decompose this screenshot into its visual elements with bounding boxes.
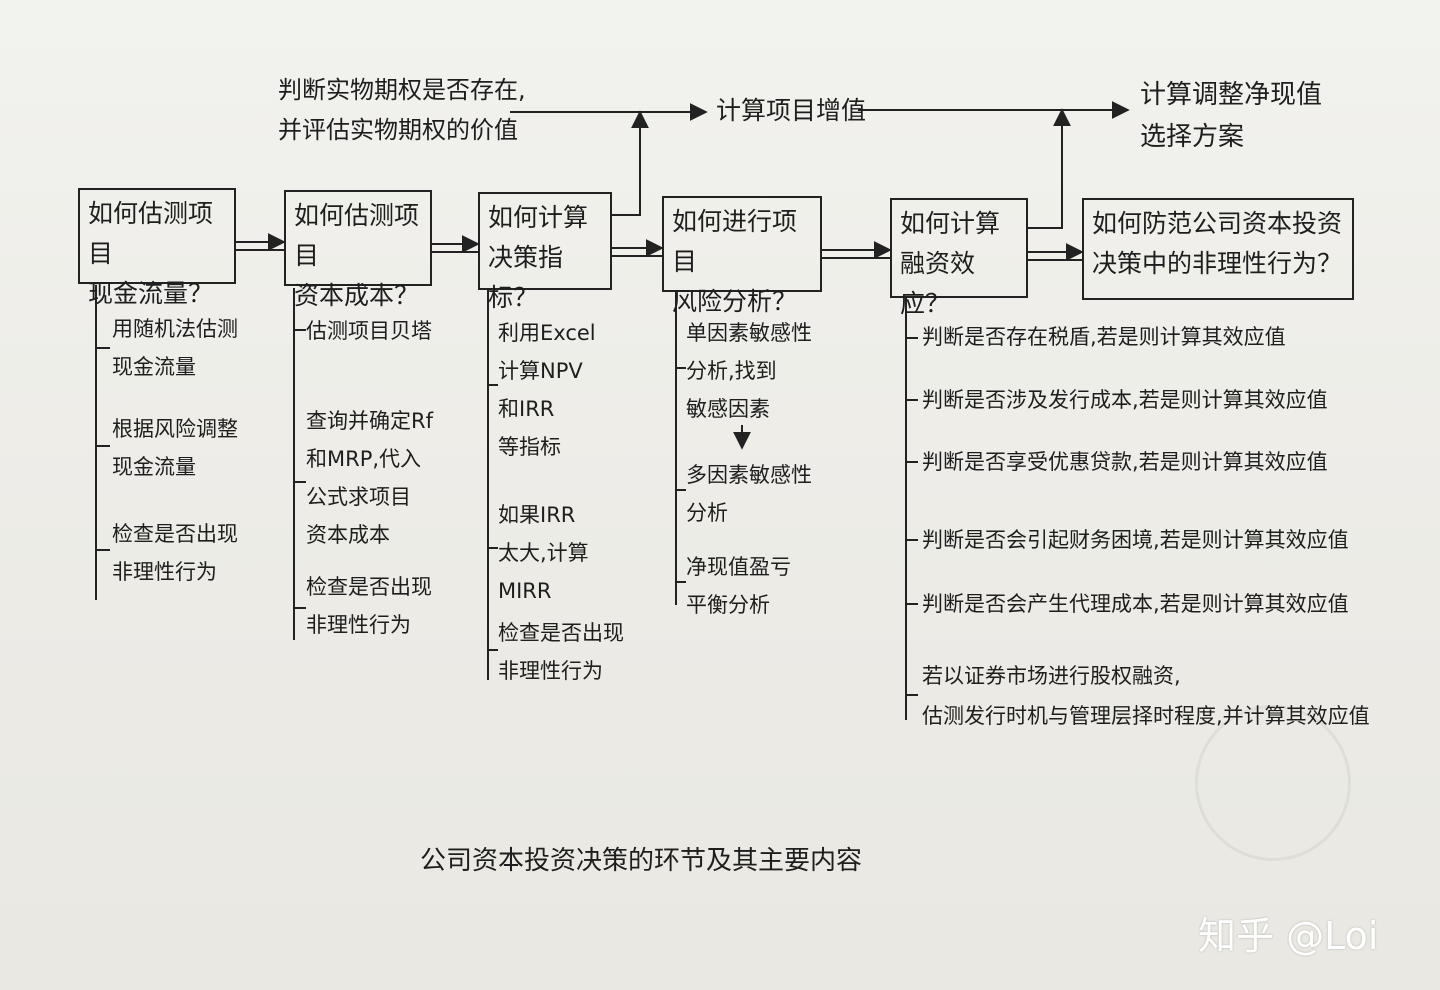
- page-title: 公司资本投资决策的环节及其主要内容: [420, 846, 863, 876]
- list-item: 检查是否出现 非理性行为: [112, 522, 238, 584]
- watermark: 知乎 @Loi: [1198, 914, 1379, 958]
- calc-apv-note: 计算项目增值: [716, 96, 867, 125]
- stage-box-irrational-behavior: 如何防范公司资本投资 决策中的非理性行为？: [1082, 198, 1354, 300]
- list-item: 多因素敏感性 分析: [686, 463, 812, 525]
- list-item: 净现值盈亏 平衡分析: [686, 555, 791, 617]
- list-item: 判断是否会引起财务困境,若是则计算其效应值: [922, 528, 1349, 552]
- stage-box-cash-flow: 如何估测项目 现金流量？: [78, 188, 236, 308]
- list-item: 估测项目贝塔: [306, 319, 432, 343]
- stage-box-decision-metrics: 如何计算 决策指标？: [478, 192, 612, 312]
- list-item: 检查是否出现 非理性行为: [498, 621, 624, 683]
- list-item: 利用Excel 计算NPV 和IRR 等指标: [498, 321, 596, 459]
- list-item: 判断是否享受优惠贷款,若是则计算其效应值: [922, 450, 1328, 474]
- list-item: 判断是否存在税盾,若是则计算其效应值: [922, 325, 1286, 349]
- stage-box-capital-cost: 如何估测项目 资本成本？: [284, 190, 432, 310]
- stage-box-risk-analysis: 如何进行项目 风险分析？: [662, 196, 822, 316]
- list-item: 检查是否出现 非理性行为: [306, 575, 432, 637]
- calc-adj-npv-note: 计算调整净现值 选择方案: [1140, 80, 1323, 152]
- stage-box-financing-effect: 如何计算 融资效应？: [890, 198, 1028, 318]
- list-item: 用随机法估测 现金流量: [112, 317, 238, 379]
- list-item: 单因素敏感性 分析,找到 敏感因素: [686, 321, 812, 421]
- real-option-note: 判断实物期权是否存在, 并评估实物期权的价值: [278, 76, 526, 144]
- list-item: 查询并确定Rf 和MRP,代入 公式求项目 资本成本: [306, 409, 433, 547]
- list-item: 判断是否涉及发行成本,若是则计算其效应值: [922, 388, 1328, 412]
- list-item: 根据风险调整 现金流量: [112, 417, 238, 479]
- list-item: 若以证券市场进行股权融资, 估测发行时机与管理层择时程度,并计算其效应值: [922, 664, 1370, 728]
- list-item: 如果IRR 太大,计算 MIRR: [498, 503, 589, 603]
- faded-stamp: [1195, 705, 1351, 861]
- list-item: 判断是否会产生代理成本,若是则计算其效应值: [922, 592, 1349, 616]
